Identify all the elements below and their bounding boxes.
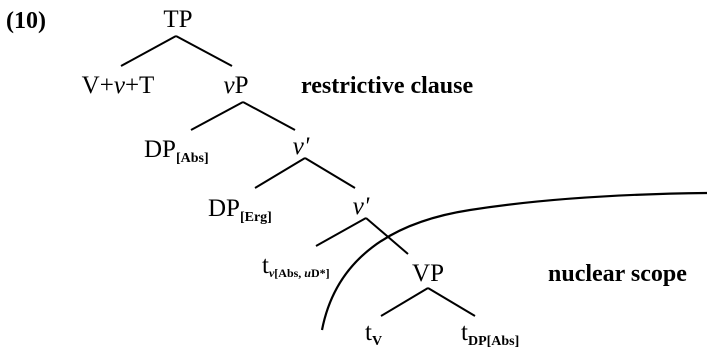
- node-trace-V: tV: [365, 319, 382, 349]
- node-vp-low: VP: [412, 260, 444, 287]
- label-restrictive-clause: restrictive clause: [301, 73, 473, 99]
- edge-vbar1-vbar2: [304, 157, 356, 189]
- node-vp-top: vP: [223, 72, 248, 99]
- edge-vp-vbar1: [242, 101, 296, 131]
- nuclear-scope-boundary: [320, 191, 707, 331]
- edge-vbar2-trace-v: [315, 217, 367, 247]
- edge-vp-dp-abs: [190, 101, 244, 131]
- edge-tp-verb-complex: [120, 35, 177, 67]
- edge-vbar1-dp-erg: [254, 157, 306, 189]
- label-nuclear-scope: nuclear scope: [548, 261, 687, 287]
- node-vbar2: v': [353, 193, 370, 220]
- example-number: (10): [6, 8, 46, 34]
- node-verb-complex: V+v+T: [82, 72, 155, 99]
- node-tp: TP: [163, 6, 192, 33]
- edge-tp-vp: [175, 35, 233, 67]
- node-dp-abs: DP[Abs]: [144, 136, 209, 166]
- node-dp-erg: DP[Erg]: [208, 195, 272, 225]
- node-trace-v: tv[Abs, uD*]: [262, 252, 330, 280]
- edge-vp-low-trace-V: [380, 287, 429, 317]
- node-vbar1: v': [293, 133, 310, 160]
- node-trace-dp: tDP[Abs]: [461, 319, 519, 349]
- tree-edges: [120, 35, 476, 317]
- edge-vp-low-trace-dp: [427, 287, 476, 317]
